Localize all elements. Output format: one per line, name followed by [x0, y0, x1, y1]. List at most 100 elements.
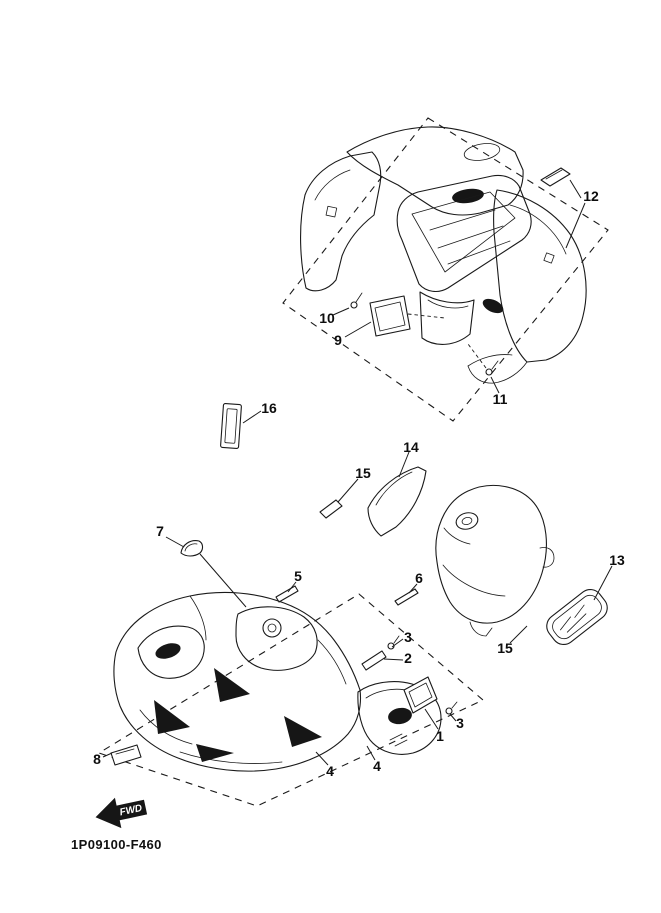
fwd-label: FWD	[119, 803, 144, 818]
rear-fender-hole	[482, 298, 504, 314]
tank-bottom-tab	[469, 621, 493, 637]
tank-seam	[442, 564, 506, 597]
front-mudflap-hole	[388, 707, 412, 725]
hidden-line-9	[407, 313, 446, 319]
rack-bar-1	[429, 209, 496, 231]
front-mudflap-seam	[365, 688, 411, 699]
decal-1	[214, 668, 250, 702]
front-fender-outline	[113, 591, 362, 772]
brand-label	[452, 188, 484, 204]
callout-4: 4	[373, 758, 381, 774]
part-1-plate-inner	[408, 682, 433, 708]
callout-7: 7	[156, 523, 164, 539]
part-3-screw-a-stem	[393, 635, 400, 644]
emblem-inner	[552, 594, 602, 640]
fwd-arrow-icon	[95, 797, 148, 829]
part-12-sticker-line	[545, 169, 563, 180]
callout-15: 15	[355, 465, 371, 481]
fuel-tank-group	[319, 466, 608, 646]
part-5-strip	[275, 585, 299, 603]
part-3-screw-b-stem	[451, 701, 458, 709]
rear-fender-assembly	[300, 126, 587, 384]
tank-notch-line	[443, 527, 471, 545]
front-fender-assembly	[113, 591, 442, 772]
fuel-cap-outer	[455, 512, 479, 530]
callout-8: 8	[93, 751, 101, 767]
front-hood	[235, 606, 318, 671]
rear-center-guard	[419, 291, 475, 345]
part-8-sticker	[110, 744, 142, 766]
part-8-sticker-line	[115, 748, 135, 755]
rear-left-fender-seam	[314, 169, 351, 201]
rear-top-cover	[346, 126, 524, 216]
part-9-plate	[369, 295, 411, 337]
callout-15: 15	[497, 640, 513, 656]
callout-2: 2	[404, 650, 412, 666]
callout-3: 3	[404, 629, 412, 645]
rack-bar-3	[447, 240, 511, 265]
part-15-strip-upper	[319, 499, 343, 519]
cargo-rack-inner	[411, 191, 516, 273]
callout-4: 4	[326, 763, 334, 779]
rack-bar-2	[437, 225, 504, 249]
part-13-emblem	[546, 588, 608, 646]
part-11-screw-stem	[491, 360, 499, 370]
decal-3	[284, 716, 322, 747]
diagram-code: 1P09100-F460	[71, 837, 162, 852]
part-12-sticker	[540, 167, 571, 187]
front-mudflap	[357, 681, 442, 755]
front-cap-inner	[267, 623, 277, 633]
front-mudflap-slots	[389, 733, 408, 747]
front-seam-1	[189, 595, 207, 641]
part-16-sticker	[220, 403, 242, 449]
part-9-plate-inner	[374, 301, 406, 332]
front-assembly-boundary	[97, 593, 485, 807]
fwd-marker: FWD	[95, 797, 148, 829]
callout-9: 9	[334, 332, 342, 348]
part-7-cap	[180, 540, 204, 557]
part-11-screw	[485, 368, 493, 376]
rear-small-parts	[350, 167, 571, 376]
callout-12: 12	[583, 188, 599, 204]
front-cap-outer	[262, 618, 282, 638]
callout-3: 3	[456, 715, 464, 731]
rear-right-fender	[493, 189, 587, 363]
rear-assembly-boundary	[282, 117, 609, 422]
front-seam-2	[317, 639, 347, 685]
washer-detail-right	[543, 252, 555, 264]
part-11-hidden-line	[467, 343, 487, 369]
callout-14: 14	[403, 439, 419, 455]
part-10-screw	[350, 301, 358, 309]
part-14-panel	[367, 466, 427, 537]
callout-11: 11	[493, 391, 508, 407]
part-2-bracket	[361, 650, 387, 671]
front-left-pod	[137, 625, 205, 679]
front-small-parts	[110, 635, 458, 766]
leader-lines	[102, 179, 613, 766]
emblem-outer	[546, 588, 608, 646]
callout-1: 1	[436, 728, 444, 744]
decal-2	[154, 700, 190, 734]
rear-flap-top	[467, 354, 513, 367]
rear-right-fender-seam	[509, 204, 567, 255]
callout-10: 10	[319, 310, 335, 326]
part-14-panel-stripe	[375, 471, 413, 506]
tank-cover	[435, 484, 547, 624]
part-3-screw-b	[445, 707, 453, 715]
part-16-inner	[224, 408, 238, 444]
callout-5: 5	[294, 568, 302, 584]
callout-6: 6	[415, 570, 423, 586]
part-1-plate	[403, 676, 438, 714]
washer-detail-left	[325, 205, 338, 218]
grab-handle-cutout	[463, 143, 501, 161]
part-6-strip	[394, 588, 419, 606]
cargo-rack-outer	[396, 174, 532, 293]
tank-right-hook	[539, 547, 555, 568]
fuel-cap-inner	[461, 516, 473, 526]
rear-center-guard-seam	[427, 299, 469, 309]
part-7-cap-line	[184, 543, 198, 552]
part-10-screw-stem	[355, 292, 363, 303]
